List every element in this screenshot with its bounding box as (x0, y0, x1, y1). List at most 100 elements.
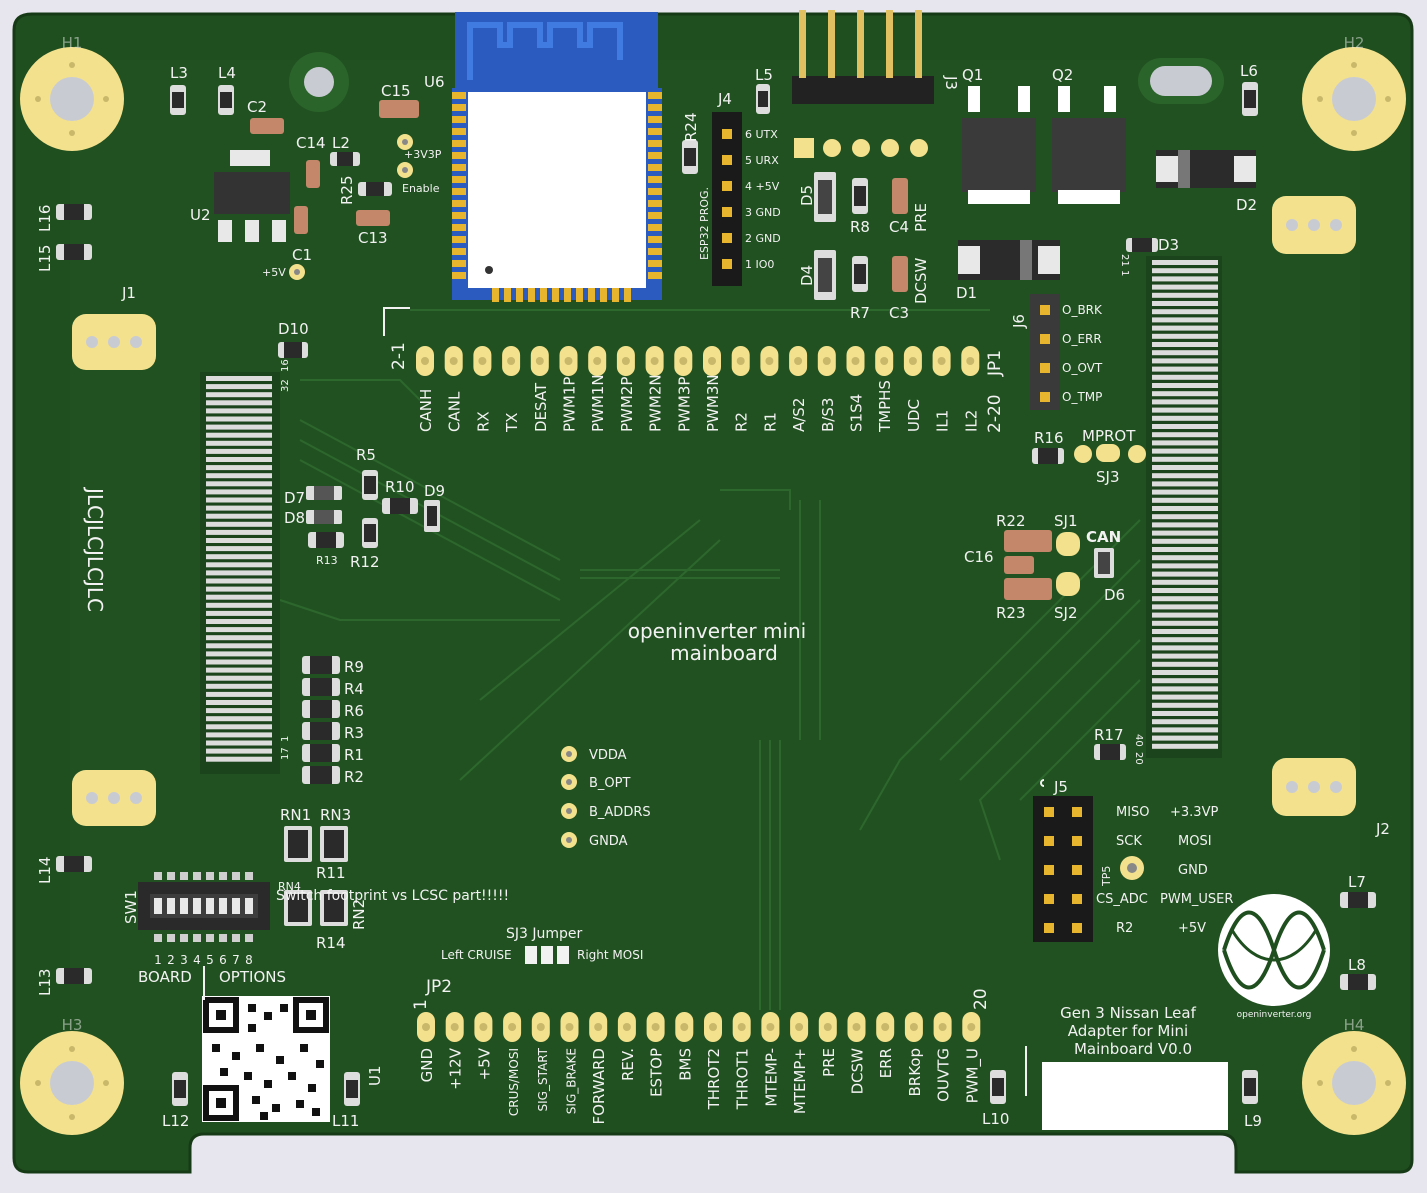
fpc-pin (1152, 473, 1218, 479)
ref-l5: L5 (755, 66, 773, 84)
ref-r16: R16 (1034, 429, 1064, 447)
fpc-pin (1152, 727, 1218, 733)
fpc-pin (1152, 448, 1218, 454)
j5-pin (1044, 865, 1054, 875)
fpc-pin (206, 400, 272, 406)
sw1-num: 4 (193, 953, 201, 967)
jp2-pad-drill (422, 1023, 430, 1031)
jp2-pin-label: THROT2 (705, 1048, 723, 1110)
ref-3v3p: +3V3P (404, 148, 442, 161)
jp2-pin-label: +5V (475, 1047, 493, 1080)
j5-left-label: R2 (1116, 921, 1133, 936)
sw1-pin (154, 934, 162, 942)
jp1-pin-label: S1S4 (848, 394, 866, 432)
d2-diode (1156, 150, 1256, 188)
ref-l14: L14 (36, 857, 54, 884)
jp2-pin-label: MTEMP+ (791, 1048, 809, 1114)
fpc-pin (1152, 637, 1218, 643)
j5-left-label: CS_ADC (1096, 892, 1148, 907)
fpc-left-pin1: 1 (280, 736, 291, 742)
ref-q2: Q2 (1052, 66, 1073, 84)
sw1-key (193, 898, 201, 914)
jp2-pad-drill (536, 1023, 545, 1031)
ref-d2: D2 (1236, 196, 1257, 214)
jp1-pad-drill (679, 357, 688, 365)
fpc-right-pin21: 21 (1119, 254, 1130, 267)
fpc-pin (1152, 661, 1218, 667)
fpc-pin (206, 659, 272, 665)
j4-pin-label: 2 GND (745, 232, 781, 245)
fpc-left-pin17: 17 (280, 747, 291, 760)
ref-r6: R6 (344, 702, 364, 720)
h1-label: H1 (62, 34, 83, 52)
silk-outlines (203, 307, 1045, 1096)
jp1-pin-label: RX (474, 411, 492, 432)
fpc-pin (1152, 358, 1218, 364)
fpc-pin (1152, 506, 1218, 511)
sw1-num: 6 (219, 953, 227, 967)
ref-j1: J1 (121, 284, 136, 302)
jp2-last-pin: 20 (971, 988, 991, 1010)
sw1-num: 3 (180, 953, 188, 967)
ref-r12: R12 (350, 553, 380, 571)
ref-sj2: SJ2 (1054, 604, 1078, 622)
j2-pads (1272, 196, 1356, 816)
sw1-pin (232, 872, 240, 880)
fpc-pin (206, 513, 272, 519)
jp1-pad-drill (650, 357, 659, 365)
j5-pin (1072, 865, 1082, 875)
j5-right-label: PWM_USER (1160, 892, 1233, 907)
fpc-pin (1152, 440, 1218, 446)
fpc-pin (1152, 588, 1218, 593)
sw1-key (219, 898, 227, 914)
jp2-pad-drill (594, 1023, 603, 1031)
ref-c15: C15 (381, 82, 411, 100)
fpc-pin (1152, 735, 1218, 741)
j4-header (712, 112, 742, 286)
j4-pin (722, 181, 732, 191)
sw1-num: 7 (232, 953, 240, 967)
j5-left-label: SCK (1116, 834, 1142, 849)
fpc-pin (1152, 432, 1218, 438)
j4-pin (722, 129, 732, 139)
ref-l8: L8 (1348, 956, 1366, 974)
ref-r9: R9 (344, 658, 364, 676)
ref-d5: D5 (798, 185, 816, 206)
solder-jumpers (1056, 444, 1146, 596)
jp2-pin-label: BMS (676, 1048, 694, 1081)
ref-d1: D1 (956, 284, 977, 302)
fpc-pin (1152, 292, 1218, 298)
sw1-pin (219, 872, 227, 880)
sw1-pin (245, 934, 253, 942)
jp2-pin-label: ERR (877, 1048, 895, 1078)
jp2-pad-drill (622, 1023, 631, 1031)
q1-transistor (962, 86, 1036, 204)
jp2-pad-drill (651, 1023, 660, 1031)
fpc-pin (1152, 579, 1218, 585)
ref-d9: D9 (424, 482, 445, 500)
fpc-pin (1152, 563, 1218, 569)
jp1-pad-drill (564, 357, 573, 365)
fpc-right-pins (1152, 260, 1218, 749)
fpc-pin (1152, 678, 1218, 684)
fpc-pin (206, 546, 272, 552)
ref-d4: D4 (798, 265, 816, 286)
jp1-pad-drill (966, 357, 975, 365)
jp1-pin-label: IL2 (962, 410, 980, 432)
ref-u2: U2 (190, 206, 211, 224)
fpc-pin (1152, 465, 1218, 470)
ref-j4: J4 (717, 90, 732, 108)
ref-j2: J2 (1375, 820, 1390, 838)
ref-sj1: SJ1 (1054, 512, 1078, 530)
board-title-line1: openinverter mini (628, 619, 807, 643)
jp1-pads (416, 346, 980, 376)
ref-pre: PRE (912, 203, 930, 232)
fpc-pin (1152, 629, 1218, 634)
sj3-left-label: Left CRUISE (441, 948, 512, 962)
ref-u6: U6 (424, 73, 445, 91)
tp-vdda-label: VDDA (589, 748, 627, 763)
label-area (1042, 1062, 1228, 1130)
